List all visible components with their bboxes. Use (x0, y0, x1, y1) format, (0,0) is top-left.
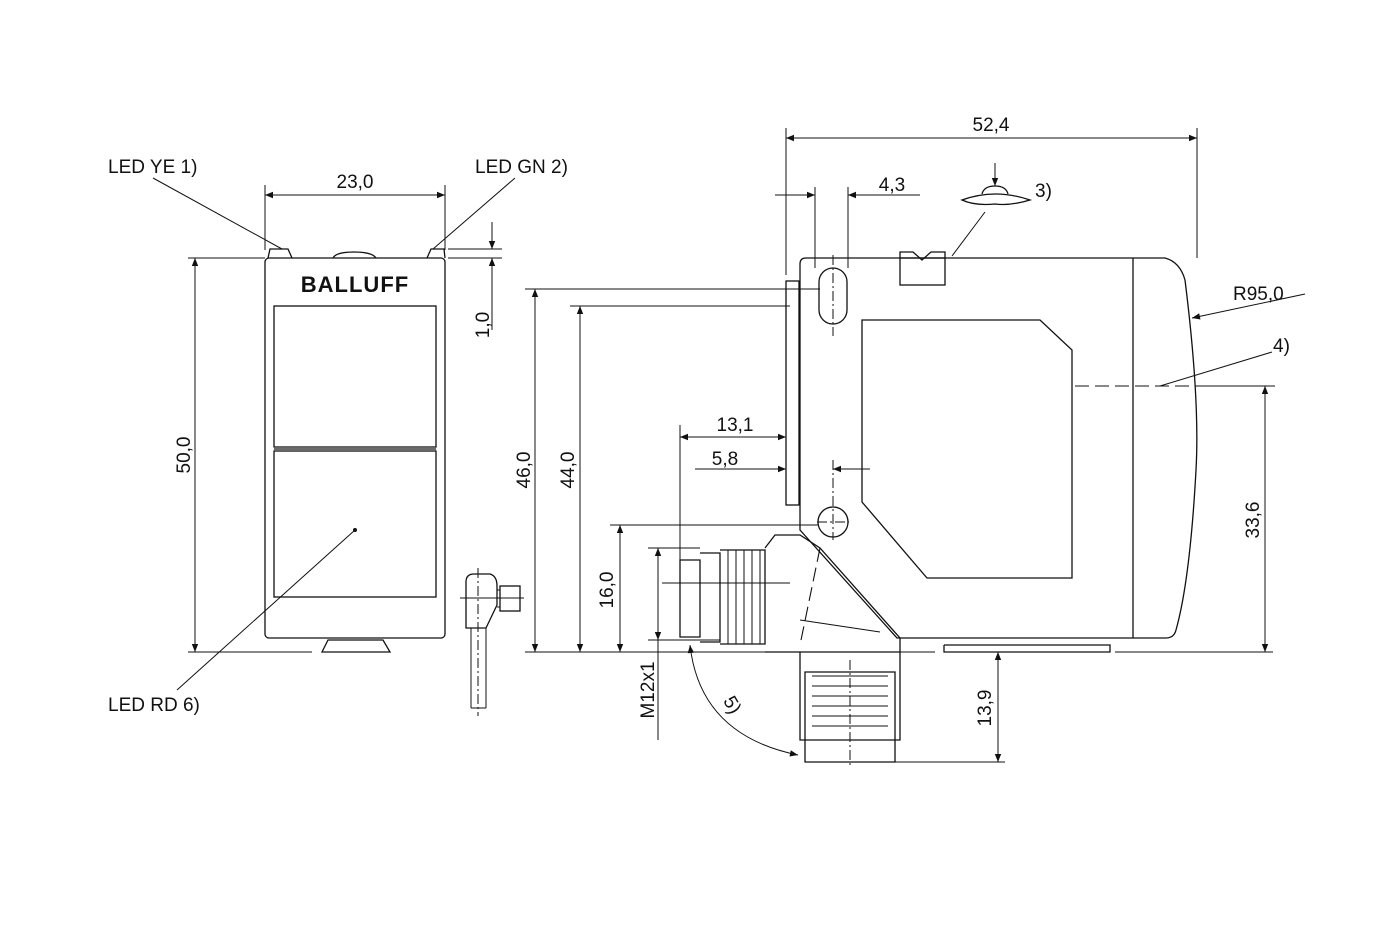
rotation-arc (687, 644, 799, 757)
side-window (861, 319, 1073, 579)
mounting-plate (785, 280, 800, 506)
dim-axis-height: 33,6 (1243, 502, 1264, 539)
connector-vertical (799, 652, 901, 766)
dim-width-front: 23,0 (337, 172, 374, 193)
rail-plate (943, 644, 1111, 653)
label-led-ye: LED YE 1) (108, 157, 197, 178)
label-led-gn: LED GN 2) (475, 157, 568, 178)
dim-slot-offset: 4,3 (879, 175, 905, 196)
front-view: BALLUFF 23,0 50,0 1,0 LED YE 1) LED GN 2… (108, 157, 568, 716)
note-3: 3) (1035, 181, 1052, 202)
dim-13-9: 13,9 (975, 690, 996, 727)
upper-window (273, 305, 437, 448)
dim-led-protrusion: 1,0 (473, 312, 494, 338)
dim-total-length: 52,4 (973, 115, 1010, 136)
radius-label: R95,0 (1233, 284, 1284, 305)
front-housing (264, 257, 446, 639)
side-housing (799, 257, 1198, 639)
lower-window (273, 450, 437, 598)
label-led-rd: LED RD 6) (108, 695, 200, 716)
dim-height-front: 50,0 (174, 437, 195, 474)
led-gn-bump (426, 248, 446, 259)
side-view: 52,4 4,3 3) R95,0 4) 33,6 46,0 (514, 115, 1306, 766)
top-button (332, 251, 377, 259)
button-detail-icon (960, 163, 1033, 206)
note-5: 5) (718, 693, 745, 718)
mount-foot (320, 639, 392, 653)
note-4: 4) (1273, 336, 1290, 357)
dim-46: 46,0 (514, 452, 535, 489)
brand-logo: BALLUFF (301, 272, 409, 297)
dim-16: 16,0 (597, 572, 618, 609)
cable-connector-icon (460, 568, 524, 716)
dim-5-8: 5,8 (712, 449, 738, 470)
dim-44: 44,0 (558, 452, 579, 489)
led-ye-bump (267, 248, 293, 259)
connector-horizontal (662, 534, 901, 653)
thread-label: M12x1 (638, 661, 659, 718)
dim-13-1: 13,1 (717, 415, 754, 436)
